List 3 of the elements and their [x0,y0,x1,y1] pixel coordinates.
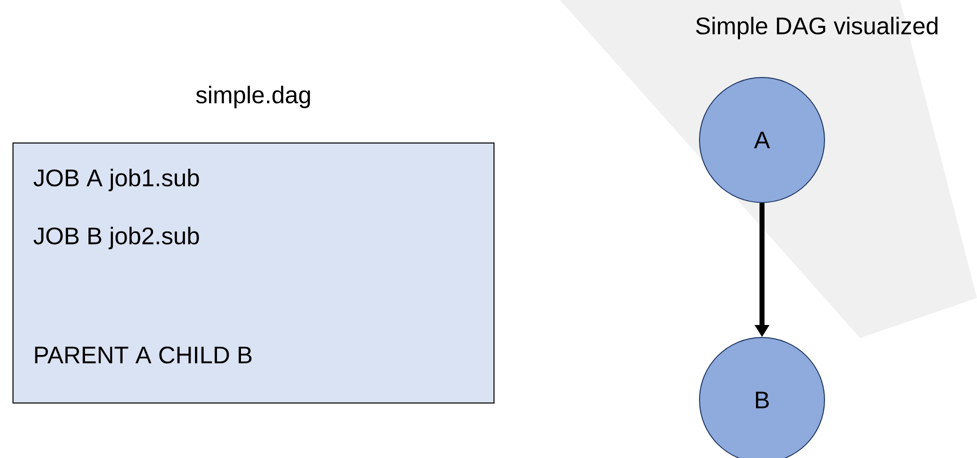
node-label: simple.dag [196,86,310,108]
code-box: simple.dag JOB A job1.sub JOB B job2.sub PARENT A CHILD B [12,86,494,404]
heading: Simple DAG visualized [696,16,938,40]
